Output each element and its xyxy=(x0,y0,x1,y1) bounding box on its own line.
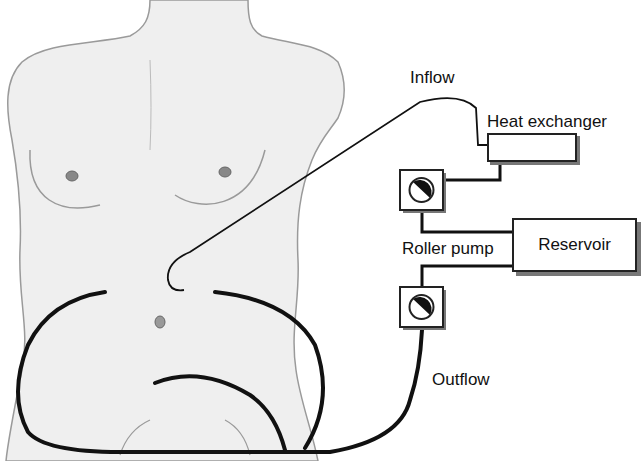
node-text: Reservoir xyxy=(538,235,611,255)
navel xyxy=(155,316,165,328)
breast-contour xyxy=(175,150,265,204)
catheter xyxy=(215,292,323,448)
box-frame xyxy=(487,133,577,162)
sternum-line xyxy=(150,60,151,150)
inflow-label: Inflow xyxy=(410,68,454,88)
nipple xyxy=(66,171,78,181)
torso-outline xyxy=(6,0,344,461)
node-title: Heat exchanger xyxy=(487,112,607,132)
tubing xyxy=(422,266,512,287)
roller-pump-symbol xyxy=(400,287,446,330)
reservoir-box: Reservoir xyxy=(512,218,637,272)
roller-pump-symbol xyxy=(400,170,446,213)
outflow-label: Outflow xyxy=(432,370,490,390)
heat-exchanger-box: Heat exchanger xyxy=(487,112,607,162)
pelvic-catheter xyxy=(155,376,285,450)
inflow-catheter xyxy=(168,98,487,290)
nipple xyxy=(219,167,231,177)
outflow-catheter xyxy=(18,292,422,452)
groin-line xyxy=(120,420,250,455)
pump-label: Roller pump xyxy=(402,239,494,259)
breast-contour xyxy=(30,150,100,208)
